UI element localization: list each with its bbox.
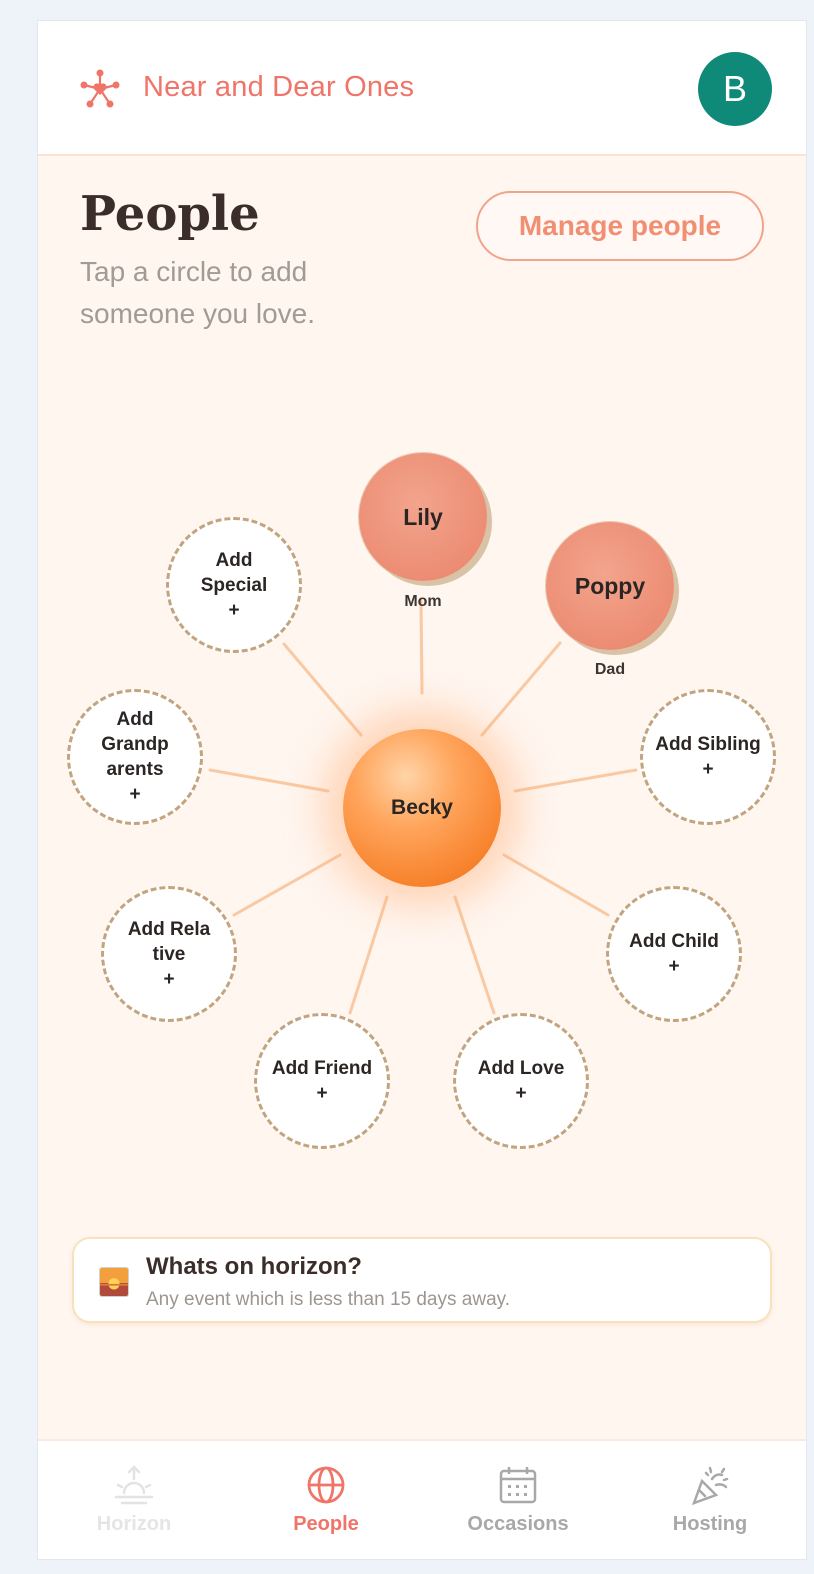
plus-icon: + [129, 784, 141, 805]
node-label: Add Rela [127, 918, 211, 940]
node-label: Grandp [101, 734, 169, 755]
connector-child [502, 853, 610, 917]
connector-friend [348, 895, 389, 1015]
network-heart-icon [80, 69, 120, 108]
plus-icon: + [163, 968, 175, 990]
add-friend-node[interactable]: Add Friend + [254, 1013, 390, 1149]
nav-label: Horizon [96, 1513, 172, 1535]
horizon-card[interactable]: Whats on horizon? Any event which is les… [72, 1237, 772, 1323]
sunrise-icon [114, 1465, 154, 1505]
globe-icon [307, 1466, 345, 1504]
manage-people-button[interactable]: Manage people [476, 191, 764, 261]
person-node-poppy[interactable]: Poppy [546, 522, 674, 650]
node-label: Add [116, 709, 154, 730]
person-name: Lily [403, 503, 443, 530]
node-label: arents [106, 759, 164, 780]
plus-icon: + [668, 956, 680, 977]
person-node-lily[interactable]: Lily [359, 453, 487, 581]
nav-label: People [293, 1513, 359, 1535]
connector-lily [419, 599, 424, 695]
add-child-node[interactable]: Add Child + [606, 886, 742, 1022]
party-popper-icon [691, 1466, 729, 1506]
nav-item-horizon[interactable]: Horizon [38, 1441, 230, 1559]
add-sibling-node[interactable]: Add Sibling + [640, 689, 776, 825]
nav-item-hosting[interactable]: Hosting [614, 1441, 806, 1559]
connector-sibling [513, 768, 638, 793]
calendar-icon [499, 1467, 537, 1504]
connector-relative [232, 853, 342, 917]
node-label: Add Sibling [655, 734, 761, 755]
plus-icon: + [316, 1083, 328, 1104]
nav-item-people[interactable]: People [230, 1441, 422, 1559]
relation-label: Dad [594, 661, 626, 678]
connector-love [453, 895, 496, 1015]
bottom-nav: Horizon People [38, 1439, 806, 1559]
node-label: Add Child [629, 931, 719, 952]
connector-special [282, 642, 363, 737]
connector-poppy [480, 641, 562, 737]
sunrise-photo-icon [99, 1267, 129, 1297]
connector-grandparents [208, 768, 330, 793]
node-label: tive [152, 943, 186, 965]
nav-label: Occasions [467, 1513, 569, 1535]
center-name: Becky [391, 796, 453, 819]
avatar[interactable]: B [698, 52, 772, 126]
nav-item-occasions[interactable]: Occasions [422, 1441, 614, 1559]
plus-icon: + [515, 1083, 527, 1104]
plus-icon: + [228, 599, 240, 621]
relation-label: Mom [404, 593, 442, 610]
node-label: Special [200, 574, 268, 596]
add-relative-node[interactable]: Add Rela tive + [101, 886, 237, 1022]
nav-label: Hosting [672, 1513, 748, 1535]
graph-connectors [208, 599, 638, 1015]
page-title: People [80, 186, 260, 242]
person-name: Poppy [574, 572, 646, 599]
app-screen: Near and Dear Ones B People Tap a circle… [37, 20, 807, 1560]
center-node-becky[interactable]: Becky [343, 729, 501, 887]
people-graph: Add Special + Lily Mom Poppy Dad Add Gra… [38, 401, 806, 1201]
add-special-node[interactable]: Add Special + [166, 517, 302, 653]
add-grandparents-node[interactable]: Add Grandp arents + [67, 689, 203, 825]
node-label: Add Love [477, 1058, 565, 1079]
page-subtitle: Tap a circle to add someone you love. [80, 256, 316, 329]
app-header: Near and Dear Ones B [38, 21, 806, 156]
app-title: Near and Dear Ones [143, 71, 415, 103]
plus-icon: + [702, 759, 714, 780]
node-label: Add Friend [271, 1058, 373, 1079]
horizon-title: Whats on horizon? [146, 1253, 362, 1280]
node-label: Add [215, 549, 253, 571]
horizon-subtitle: Any event which is less than 15 days awa… [146, 1289, 511, 1310]
add-love-node[interactable]: Add Love + [453, 1013, 589, 1149]
